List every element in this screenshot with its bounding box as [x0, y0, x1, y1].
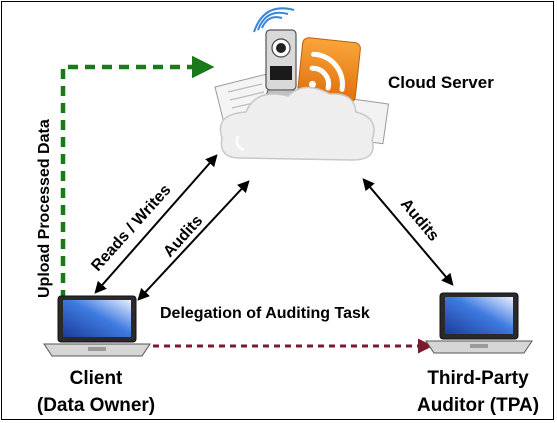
upload-label: Upload Processed Data: [36, 119, 53, 298]
cloud-server-icon: [214, 7, 390, 161]
client-label-line1: Client: [70, 368, 123, 389]
reads-writes-label: Reads / Writes: [88, 182, 174, 275]
client-audits-label: Audits: [160, 212, 206, 260]
client-laptop-icon: [43, 295, 151, 357]
client-label-line2: (Data Owner): [37, 395, 155, 416]
tpa-audits-label: Audits: [397, 196, 442, 245]
tpa-laptop-icon: [425, 292, 533, 354]
client-audits-arrow: [137, 180, 250, 301]
tpa-audits-arrow: [362, 178, 454, 286]
delegation-label: Delegation of Auditing Task: [160, 305, 370, 322]
tpa-label-line1: Third-Party: [427, 368, 529, 389]
cloud-server-label: Cloud Server: [388, 73, 494, 92]
upload-arrow: [60, 55, 215, 300]
tpa-label-line2: Auditor (TPA): [417, 395, 539, 416]
